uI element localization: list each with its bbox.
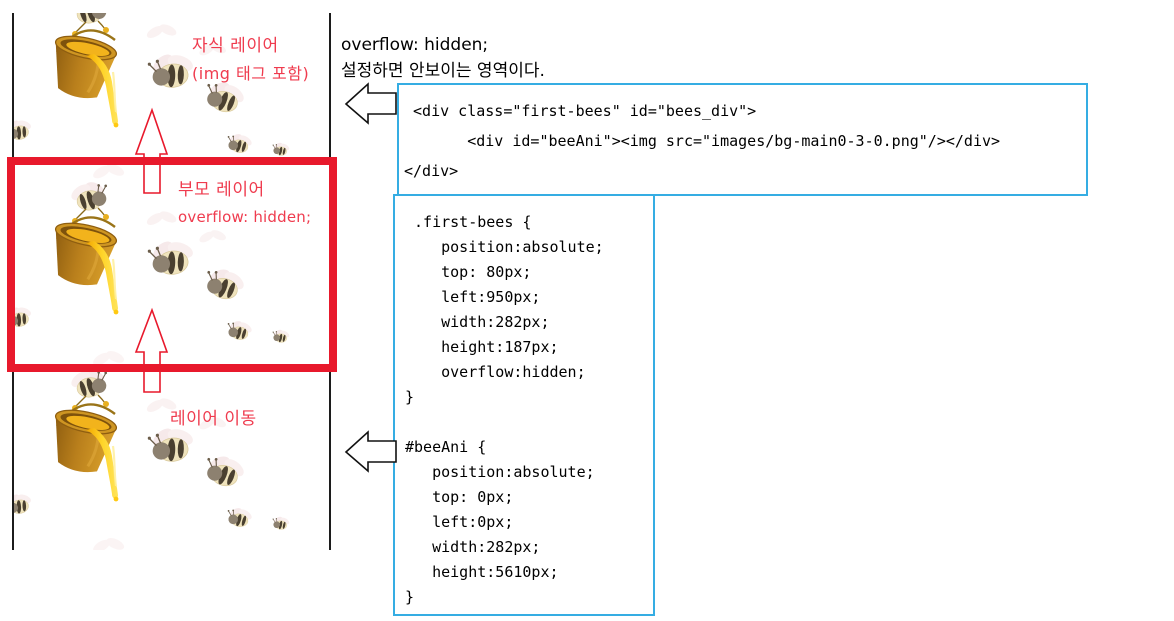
parent-layer-label: 부모 레이어 [178, 180, 265, 200]
up-arrow-icon [134, 107, 169, 194]
parent-layer-sublabel: overflow: hidden; [178, 208, 312, 226]
overflow-note: overflow: hidden; 설정하면 안보이는 영역이다. [341, 32, 545, 84]
css-code-line: top: 80px; [405, 263, 532, 281]
css-code-line: top: 0px; [405, 488, 514, 506]
css-code-line: width:282px; [405, 538, 541, 556]
note-line-1: overflow: hidden; [341, 35, 489, 55]
css-code-line: left:0px; [405, 513, 514, 531]
css-code-line: width:282px; [405, 313, 550, 331]
css-code-line: height:187px; [405, 338, 559, 356]
css-code-line: overflow:hidden; [405, 363, 586, 381]
left-arrow-icon [344, 82, 397, 125]
css-code-line: } [405, 388, 415, 406]
css-code-line: #beeAni { [405, 438, 487, 456]
parent-layer-highlight-box [7, 157, 337, 372]
css-code-line: left:950px; [405, 288, 541, 306]
html-code-line: </div> [404, 162, 459, 180]
note-line-2: 설정하면 안보이는 영역이다. [341, 61, 545, 81]
css-code-line: position:absolute; [405, 238, 604, 256]
html-code-line: <div id="beeAni"><img src="images/bg-mai… [404, 132, 1001, 150]
css-code-line: } [405, 588, 415, 606]
css-code-line [405, 410, 651, 435]
css-code-line: height:5610px; [405, 563, 559, 581]
child-layer-label: 자식 레이어 [192, 36, 279, 56]
layer-move-label: 레이어 이동 [170, 409, 257, 429]
html-code-line: <div class="first-bees" id="bees_div"> [404, 102, 757, 120]
css-code-line: .first-bees { [405, 213, 532, 231]
html-code-box: <div class="first-bees" id="bees_div"> <… [397, 83, 1088, 196]
css-code-line: position:absolute; [405, 463, 595, 481]
child-layer-sublabel: (img 태그 포함) [192, 64, 310, 83]
code-pointer-arrows [344, 82, 397, 473]
css-code-box: .first-bees { position:absolute; top: 80… [393, 194, 655, 616]
left-arrow-icon [344, 430, 397, 473]
